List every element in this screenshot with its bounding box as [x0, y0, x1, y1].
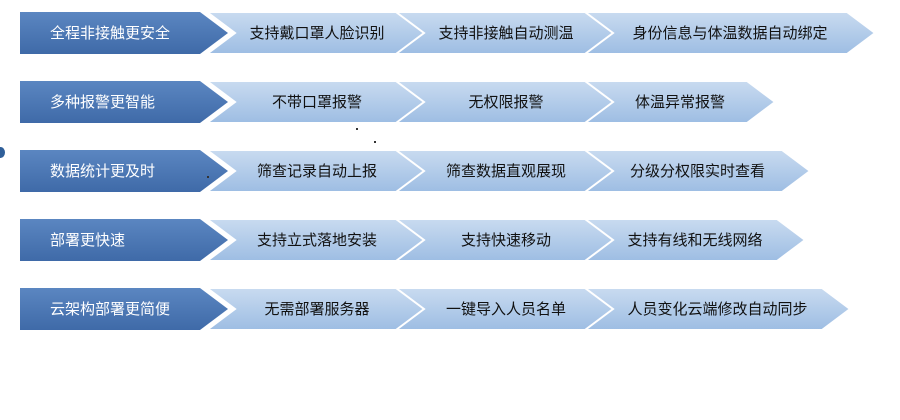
row-head-label: 数据统计更及时 — [50, 162, 155, 180]
row-head-chevron — [20, 288, 228, 330]
feature-row-safety: 全程非接触更安全 支持戴口罩人脸识别 支持非接触自动测温 身份信息与体温数据自动… — [20, 11, 877, 55]
side-marker-dot — [0, 147, 5, 158]
item-label: 支持非接触自动测温 — [438, 24, 573, 42]
row-head-chevron — [20, 12, 228, 54]
item-chevron — [582, 218, 807, 262]
item-label: 无需部署服务器 — [264, 300, 369, 318]
item-label: 分级分权限实时查看 — [630, 162, 765, 180]
item-label: 不带口罩报警 — [272, 93, 362, 111]
row-head-label: 部署更快速 — [50, 231, 125, 249]
item-label: 支持戴口罩人脸识别 — [249, 24, 384, 42]
item-chevron — [582, 287, 852, 331]
item-label: 人员变化云端修改自动同步 — [627, 300, 807, 318]
row-head-chevron — [20, 150, 228, 192]
item-label: 身份信息与体温数据自动绑定 — [632, 24, 827, 42]
feature-row-deployment: 部署更快速 支持立式落地安装 支持快速移动 支持有线和无线网络 — [20, 218, 807, 262]
row-head-chevron — [20, 81, 228, 123]
item-label: 支持立式落地安装 — [257, 231, 377, 249]
item-label: 筛查记录自动上报 — [257, 162, 377, 180]
speck-dot — [207, 176, 209, 178]
item-label: 体温异常报警 — [635, 93, 725, 111]
row-head-label: 多种报警更智能 — [50, 93, 155, 111]
item-label: 支持有线和无线网络 — [627, 231, 762, 249]
row-head-label: 云架构部署更简便 — [50, 300, 170, 318]
item-label: 无权限报警 — [468, 93, 543, 111]
item-label: 筛查数据直观展现 — [446, 162, 566, 180]
item-chevron — [582, 11, 877, 55]
item-label: 一键导入人员名单 — [446, 300, 566, 318]
speck-dot — [374, 141, 376, 143]
item-label: 支持快速移动 — [461, 231, 551, 249]
feature-row-cloud: 云架构部署更简便 无需部署服务器 一键导入人员名单 人员变化云端修改自动同步 — [20, 287, 852, 331]
speck-dot — [356, 128, 358, 130]
feature-row-alarms: 多种报警更智能 不带口罩报警 无权限报警 体温异常报警 — [20, 80, 777, 124]
item-chevron — [582, 80, 777, 124]
row-head-label: 全程非接触更安全 — [50, 24, 170, 42]
item-chevron — [582, 149, 812, 193]
feature-row-statistics: 数据统计更及时 筛查记录自动上报 筛查数据直观展现 分级分权限实时查看 — [20, 149, 812, 193]
row-head-chevron — [20, 219, 228, 261]
